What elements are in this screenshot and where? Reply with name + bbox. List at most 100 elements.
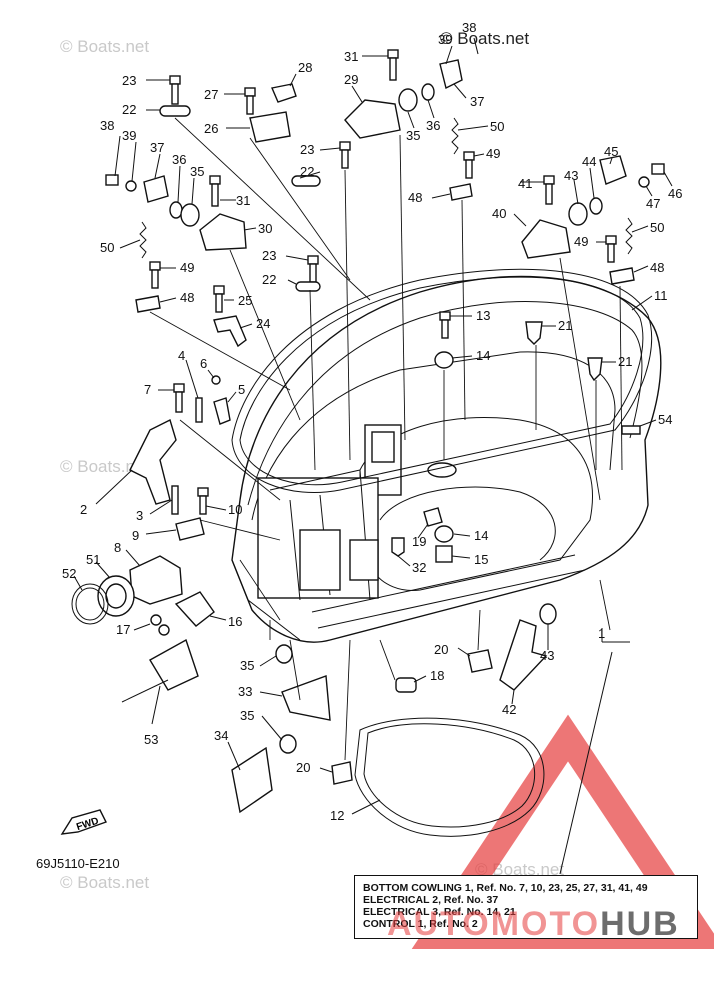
alignment-lines (149, 117, 623, 761)
spring-50-right (625, 217, 633, 255)
damper-21-a (525, 321, 543, 345)
lower-gasket (354, 717, 545, 837)
bolt-49-left (149, 261, 161, 289)
callout-label: 31 (344, 49, 358, 64)
callout-numbers: 23 22 27 28 26 31 29 38 39 37 36 35 50 4… (62, 20, 682, 823)
tag-54 (621, 425, 641, 435)
callout-label: 13 (476, 308, 490, 323)
holder-30 (199, 213, 247, 251)
callout-label: 2 (80, 502, 87, 517)
callout-label: 15 (474, 552, 488, 567)
bracket-24 (213, 315, 247, 348)
grommet-35-top (398, 88, 418, 112)
bolt-46 (651, 163, 665, 175)
callout-label: 20 (434, 642, 448, 657)
grommet-14-bottom (434, 525, 454, 543)
clip-28 (271, 83, 297, 103)
callout-label: 52 (62, 566, 76, 581)
grommet-19 (423, 507, 443, 527)
holder-37-top (439, 59, 463, 90)
boot-16 (174, 591, 215, 627)
bolt-13 (439, 311, 451, 339)
callout-label: 35 (190, 164, 204, 179)
callout-label: 11 (654, 288, 668, 303)
cover-33 (281, 675, 331, 721)
bracket-26 (249, 111, 291, 143)
callout-label: 45 (604, 144, 618, 159)
bolt-23-right (307, 255, 319, 283)
callout-label: 28 (298, 60, 312, 75)
callout-label: 32 (412, 560, 426, 575)
callout-label: 25 (238, 293, 252, 308)
collar-15 (435, 545, 453, 563)
clip-4 (195, 397, 203, 423)
callout-label: 14 (474, 528, 488, 543)
damper-20-left (331, 761, 353, 785)
reference-legend: BOTTOM COWLING 1, Ref. No. 7, 10, 23, 25… (354, 875, 698, 939)
callout-label: 14 (476, 348, 490, 363)
plate-48-top (449, 183, 473, 201)
callout-label: 23 (122, 73, 136, 88)
clamp-52 (71, 583, 109, 625)
harness-53 (121, 638, 199, 703)
callout-label: 20 (296, 760, 310, 775)
watermark: © Boats.net (60, 457, 149, 476)
bolt-31-top (387, 49, 399, 81)
grommet-35-bottom-b (279, 734, 297, 754)
callout-label: 22 (122, 102, 136, 117)
callout-label: 49 (486, 146, 500, 161)
callout-label: 16 (228, 614, 242, 629)
bolt-27 (244, 87, 256, 115)
callout-label: 38 (100, 118, 114, 133)
clip-17 (150, 614, 170, 636)
callout-label: 8 (114, 540, 121, 555)
callout-label: 9 (132, 528, 139, 543)
callout-label: 19 (412, 534, 426, 549)
top-cowling-seal (231, 268, 652, 494)
grommet-14-top (434, 351, 454, 369)
callout-label: 40 (492, 206, 506, 221)
clip-45 (599, 155, 627, 185)
callout-label: 38 (462, 20, 476, 35)
callout-label: 36 (172, 152, 186, 167)
bolt-49-top (463, 151, 475, 179)
spring-50-top (451, 117, 459, 155)
watermark: © Boats.net (440, 29, 529, 48)
washer-22-top (159, 105, 191, 117)
callout-label: 5 (238, 382, 245, 397)
callout-label: 12 (330, 808, 344, 823)
callout-label: 39 (438, 32, 452, 47)
callout-label: 29 (344, 72, 358, 87)
callout-label: 43 (540, 648, 554, 663)
callout-label: 4 (178, 348, 185, 363)
callout-label: 44 (582, 154, 596, 169)
bolt-31-left (209, 175, 221, 207)
legend-line: CONTROL 1, Ref. No. 2 (363, 918, 478, 930)
callout-label: 35 (240, 708, 254, 723)
watermark: © Boats.net (60, 873, 149, 892)
grommet-35-left (180, 203, 200, 227)
callout-label: 23 (300, 142, 314, 157)
legend-line: BOTTOM COWLING 1, Ref. No. 7, 10, 23, 25… (363, 882, 648, 894)
grommet-51 (97, 575, 135, 617)
callout-label: 53 (144, 732, 158, 747)
callout-label: 54 (658, 412, 672, 427)
bolt-41 (543, 175, 555, 205)
callout-label: 50 (490, 119, 504, 134)
callout-label: 41 (518, 176, 532, 191)
watermark: © Boats.net (60, 37, 149, 56)
callout-label: 3 (136, 508, 143, 523)
ring-44 (589, 197, 603, 215)
bracket-9 (175, 517, 205, 541)
callout-leaders (73, 37, 673, 875)
callout-label: 10 (228, 502, 242, 517)
callout-label: 31 (236, 193, 250, 208)
callout-label: 21 (618, 354, 632, 369)
holder-37-left (143, 175, 169, 203)
callout-label: 50 (100, 240, 114, 255)
callout-label: 48 (650, 260, 664, 275)
callout-label: 36 (426, 118, 440, 133)
callout-label: 48 (408, 190, 422, 205)
callout-label: 46 (668, 186, 682, 201)
